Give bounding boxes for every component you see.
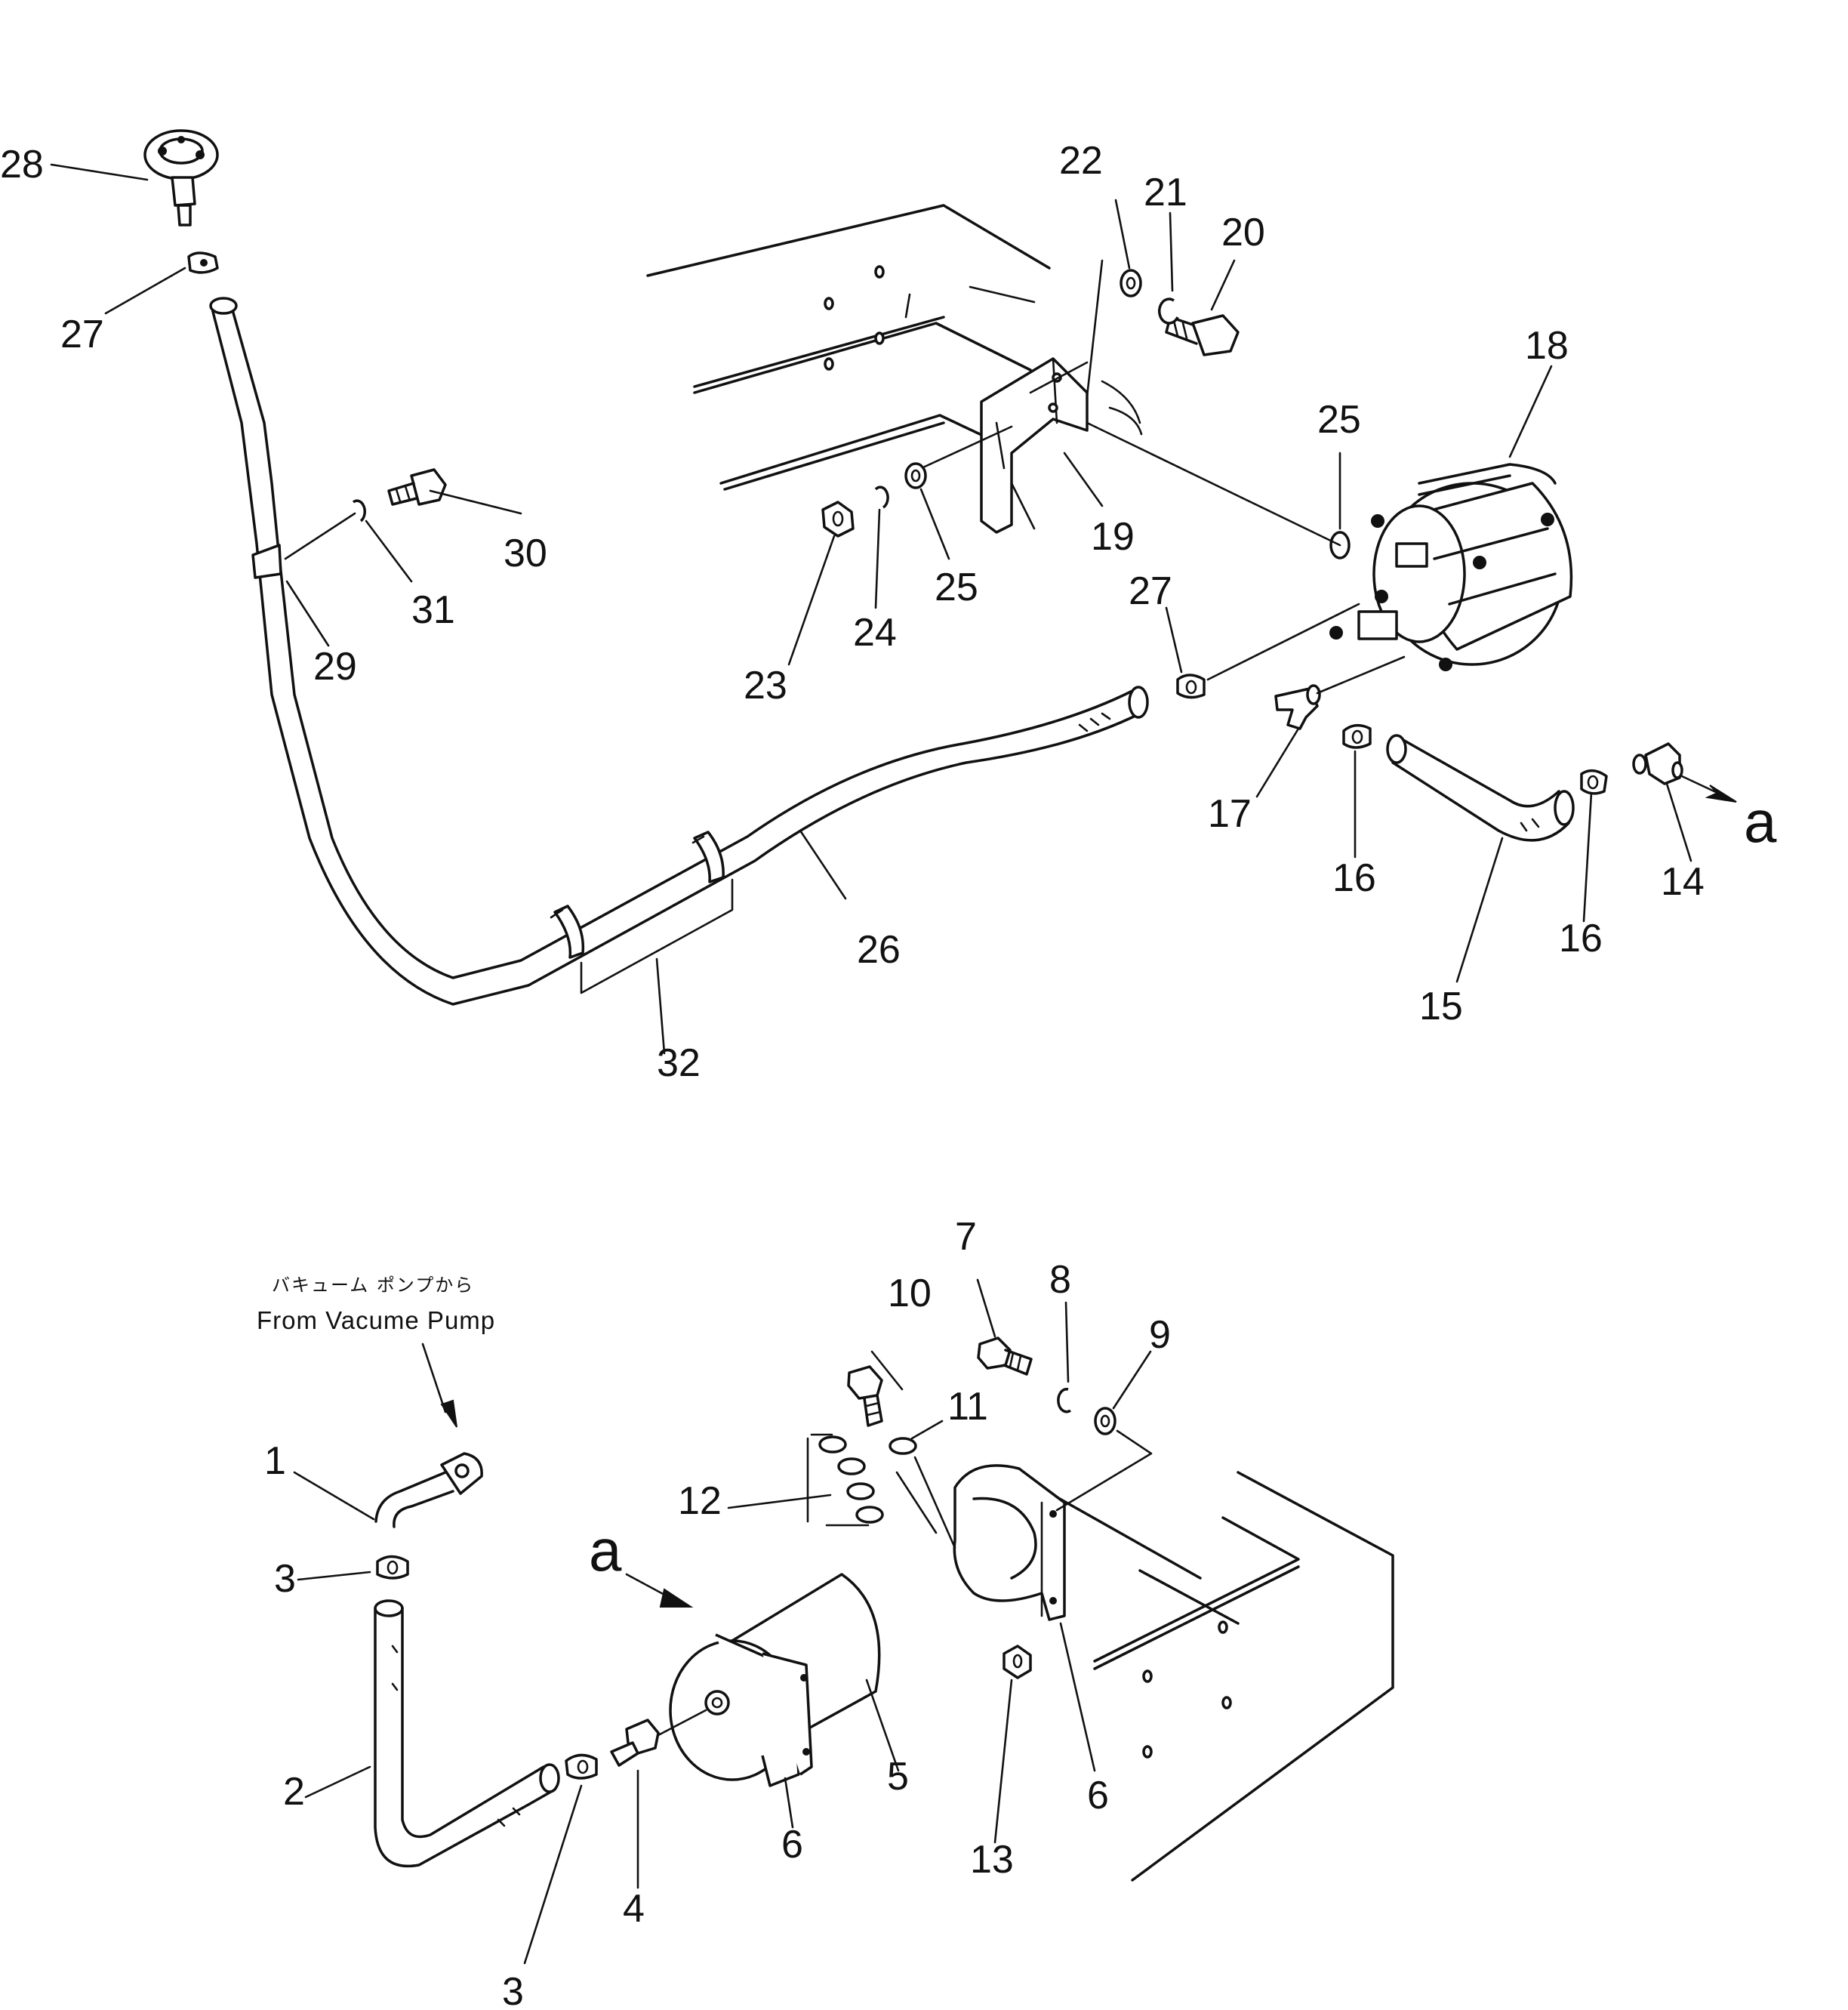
hose-15 xyxy=(1386,734,1575,842)
washer-22 xyxy=(1120,269,1142,297)
label-24: 24 xyxy=(853,611,897,655)
label-26: 26 xyxy=(857,928,901,972)
bolt-7 xyxy=(977,1336,1033,1376)
label-20: 20 xyxy=(1221,211,1265,254)
lock-washer-31 xyxy=(352,499,366,523)
label-30: 30 xyxy=(504,532,547,575)
label-10: 10 xyxy=(888,1272,932,1315)
label-31: 31 xyxy=(411,588,455,632)
label-27-upper: 27 xyxy=(60,313,104,356)
label-a-upper: a xyxy=(1744,788,1777,855)
label-21: 21 xyxy=(1144,171,1187,214)
label-22: 22 xyxy=(1059,139,1103,183)
fitting-14 xyxy=(1632,742,1683,785)
label-18: 18 xyxy=(1525,324,1569,368)
label-4: 4 xyxy=(623,1887,645,1931)
assembly-line-bolt xyxy=(1086,259,1341,547)
label-16-left: 16 xyxy=(1332,856,1376,900)
arrow-from-vacuum-pump xyxy=(421,1343,447,1413)
label-14: 14 xyxy=(1661,860,1705,904)
label-7: 7 xyxy=(955,1215,977,1259)
clip-29 xyxy=(251,544,282,579)
hose-clamp-3-lower xyxy=(565,1753,598,1780)
label-8: 8 xyxy=(1049,1258,1071,1302)
bolt-10 xyxy=(847,1365,883,1427)
hose-1 xyxy=(374,1452,483,1528)
frame-panel-lower xyxy=(1052,1471,1394,1882)
bracket-6-right xyxy=(953,1464,1066,1621)
label-19: 19 xyxy=(1091,515,1135,559)
label-27-lower: 27 xyxy=(1129,569,1172,613)
label-3-lower: 3 xyxy=(502,1970,524,2010)
clamp-32-bracket xyxy=(580,878,734,994)
vacuum-tank-5 xyxy=(669,1573,881,1787)
label-29: 29 xyxy=(313,645,357,689)
label-28: 28 xyxy=(0,143,44,187)
label-6-right: 6 xyxy=(1087,1774,1109,1817)
bolt-30 xyxy=(387,468,447,506)
label-25-bracket: 25 xyxy=(935,566,978,609)
note-from-vacuum-pump: From Vacume Pump xyxy=(257,1306,495,1334)
vacuum-booster-18 xyxy=(1329,463,1573,671)
hose-26 xyxy=(209,297,1149,1006)
label-16-right: 16 xyxy=(1559,917,1603,960)
washer-9 xyxy=(1094,1407,1116,1435)
bracket-19 xyxy=(980,357,1143,534)
shim-11 xyxy=(889,1437,917,1455)
hose-clamp-16-left xyxy=(1342,723,1372,749)
leader-lines-lower xyxy=(293,1278,1152,1965)
shims-12 xyxy=(818,1435,884,1524)
clamp-32 xyxy=(550,831,725,959)
lock-washer-21 xyxy=(1157,297,1179,325)
hose-2 xyxy=(374,1599,560,1868)
hose-clamp-16-right xyxy=(1580,769,1608,795)
hose-clamp-27-lower xyxy=(1176,674,1206,699)
nut-13 xyxy=(1003,1645,1032,1679)
label-23: 23 xyxy=(744,664,787,708)
lock-washer-8 xyxy=(1057,1387,1072,1413)
label-15: 15 xyxy=(1419,985,1463,1028)
label-9: 9 xyxy=(1149,1313,1171,1357)
check-valve-28 xyxy=(143,129,219,227)
label-11: 11 xyxy=(947,1385,988,1429)
label-13: 13 xyxy=(970,1838,1014,1882)
hose-clamp-3-upper xyxy=(376,1555,409,1580)
nut-23 xyxy=(821,501,855,538)
callout-labels: 28 27 22 21 20 18 25 19 25 24 23 27 17 1… xyxy=(0,139,1777,2010)
label-32: 32 xyxy=(657,1041,701,1085)
label-25-booster: 25 xyxy=(1317,398,1361,442)
elbow-17 xyxy=(1274,684,1321,730)
leader-lines-upper xyxy=(50,163,1692,1055)
label-5: 5 xyxy=(887,1755,909,1799)
label-6-left: 6 xyxy=(781,1823,803,1867)
label-1: 1 xyxy=(264,1439,286,1483)
label-17: 17 xyxy=(1208,792,1252,836)
lock-washer-24 xyxy=(874,486,889,509)
frame-panel-upper xyxy=(646,204,1051,491)
note-japanese: バキューム ポンプから xyxy=(272,1275,474,1296)
label-2: 2 xyxy=(283,1770,305,1814)
label-12: 12 xyxy=(678,1479,722,1523)
label-a-lower: a xyxy=(589,1517,622,1583)
bolt-20 xyxy=(1165,314,1240,356)
fitting-4 xyxy=(610,1709,707,1767)
washer-25-bracket xyxy=(904,462,927,489)
label-3-upper: 3 xyxy=(274,1557,296,1601)
